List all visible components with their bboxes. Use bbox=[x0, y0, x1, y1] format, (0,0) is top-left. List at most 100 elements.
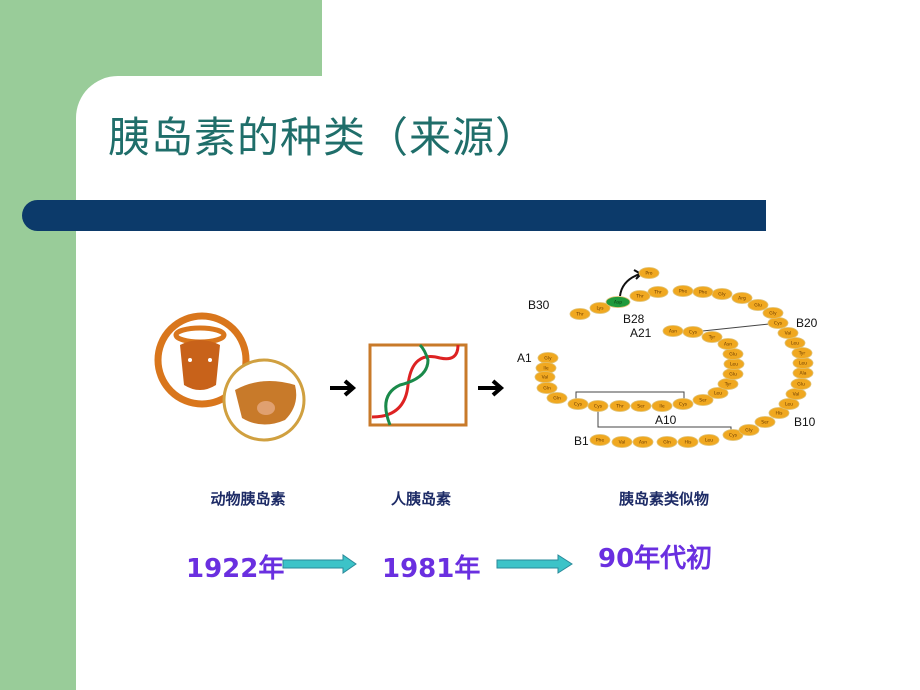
svg-text:Thr: Thr bbox=[635, 294, 644, 300]
svg-text:Thr: Thr bbox=[575, 312, 584, 318]
b-chain-residue: Tyr bbox=[791, 347, 813, 359]
svg-text:Ala: Ala bbox=[799, 371, 806, 377]
svg-text:Phe: Phe bbox=[596, 438, 605, 444]
svg-text:Leu: Leu bbox=[714, 391, 722, 397]
svg-text:Ser: Ser bbox=[761, 420, 769, 426]
a-chain-residue: Tyr bbox=[701, 331, 723, 343]
arrow-icon bbox=[478, 379, 505, 397]
label-a21: A21 bbox=[630, 326, 652, 340]
label-b28: B28 bbox=[623, 312, 645, 326]
svg-text:Asn: Asn bbox=[724, 342, 732, 348]
svg-text:Tyr: Tyr bbox=[798, 351, 806, 357]
b-chain-residue: Val bbox=[785, 388, 807, 400]
caption-human-insulin: 人胰岛素 bbox=[390, 490, 452, 508]
label-b1: B1 bbox=[574, 434, 589, 448]
a-chain-residue: Leu bbox=[723, 358, 745, 370]
a-chain-residue: Thr bbox=[609, 400, 631, 412]
year-1922: 1922年 bbox=[186, 554, 285, 584]
svg-text:Gly: Gly bbox=[718, 292, 726, 298]
svg-text:Phe: Phe bbox=[699, 290, 708, 296]
disulfide-bond-a6-a11 bbox=[575, 391, 685, 404]
b-chain-residue: Gln bbox=[656, 436, 678, 448]
svg-text:Gln: Gln bbox=[553, 396, 561, 402]
a-chain-residue: Ser bbox=[630, 400, 652, 412]
moved-residue-pro: Pro bbox=[638, 267, 660, 279]
b-chain-residue: Thr bbox=[647, 286, 669, 298]
svg-text:His: His bbox=[776, 411, 784, 417]
b-chain-residue: Thr bbox=[629, 290, 651, 302]
svg-text:Cys: Cys bbox=[729, 433, 738, 439]
svg-text:Cys: Cys bbox=[594, 404, 603, 410]
a-chain-residue: Asn bbox=[662, 325, 684, 337]
year-1981: 1981年 bbox=[382, 554, 481, 584]
svg-text:Leu: Leu bbox=[730, 362, 738, 368]
svg-text:Pro: Pro bbox=[645, 271, 652, 277]
b-chain-residue: Val bbox=[611, 436, 633, 448]
svg-text:Ile: Ile bbox=[543, 366, 549, 372]
a-chain-residue: Cys bbox=[587, 400, 609, 412]
modified-residue-b28: Asp bbox=[605, 296, 631, 308]
b-chain-residue: Val bbox=[777, 327, 799, 339]
svg-text:Glu: Glu bbox=[729, 352, 737, 358]
year-90s: 90年代初 bbox=[598, 544, 713, 574]
svg-text:Gly: Gly bbox=[769, 311, 777, 317]
b-chain-residue: Arg bbox=[731, 292, 753, 304]
svg-text:Ser: Ser bbox=[699, 398, 707, 404]
label-b20: B20 bbox=[796, 316, 818, 330]
svg-text:Asp: Asp bbox=[614, 300, 622, 306]
svg-text:Leu: Leu bbox=[799, 361, 807, 367]
svg-text:Tyr: Tyr bbox=[724, 382, 732, 388]
label-a10: A10 bbox=[655, 413, 677, 427]
b-chain-residue: Leu bbox=[698, 434, 720, 446]
a-chain-residue: Tyr bbox=[717, 378, 739, 390]
a-chain-residue: Glu bbox=[722, 368, 744, 380]
slide-background bbox=[322, 0, 920, 80]
svg-text:Glu: Glu bbox=[797, 382, 805, 388]
caption-insulin-analog: 胰岛素类似物 bbox=[618, 490, 710, 508]
b-chain-residue: Cys bbox=[767, 317, 789, 329]
b-chain-residue: Ser bbox=[754, 416, 776, 428]
b-chain-residue: Glu bbox=[747, 299, 769, 311]
svg-text:Gly: Gly bbox=[544, 356, 552, 362]
b-chain-residue: Leu bbox=[792, 357, 814, 369]
svg-text:Tyr: Tyr bbox=[708, 335, 716, 341]
b-chain-residue: His bbox=[677, 436, 699, 448]
title-divider-bar bbox=[22, 200, 766, 231]
dna-helix-box-icon bbox=[368, 343, 468, 427]
svg-text:Gly: Gly bbox=[745, 428, 753, 434]
b-chain-residue: Gly bbox=[738, 424, 760, 436]
a-chain-residue: Cys bbox=[672, 398, 694, 410]
b-chain-residue: Cys bbox=[722, 429, 744, 441]
a-chain-residue: Ser bbox=[692, 394, 714, 406]
a-chain-residue: Cys bbox=[682, 326, 704, 338]
a-chain-residue: Gln bbox=[536, 382, 558, 394]
svg-text:Val: Val bbox=[785, 331, 792, 337]
svg-text:Leu: Leu bbox=[785, 402, 793, 408]
b-chain-residue: Asn bbox=[632, 436, 654, 448]
svg-text:Cys: Cys bbox=[574, 402, 583, 408]
disulfide-bond-a7-b20 bbox=[692, 322, 779, 333]
svg-text:Leu: Leu bbox=[791, 341, 799, 347]
a-chain-residue: Gln bbox=[546, 392, 568, 404]
svg-text:Leu: Leu bbox=[705, 438, 713, 444]
svg-text:Cys: Cys bbox=[689, 330, 698, 336]
svg-text:Val: Val bbox=[619, 440, 626, 446]
b-chain-residue: Phe bbox=[692, 286, 714, 298]
svg-text:Glu: Glu bbox=[754, 303, 762, 309]
b-chain-residue: Phe bbox=[672, 285, 694, 297]
svg-text:Val: Val bbox=[793, 392, 800, 398]
a-chain-residue: Gly bbox=[537, 352, 559, 364]
svg-text:Ser: Ser bbox=[637, 404, 645, 410]
svg-text:Cys: Cys bbox=[774, 321, 783, 327]
b-chain-residue: Thr bbox=[569, 308, 591, 320]
slide-title: 胰岛素的种类（来源） bbox=[108, 113, 539, 162]
a-chain-residue: Asn bbox=[717, 338, 739, 350]
b-chain-residue: Leu bbox=[778, 398, 800, 410]
a-chain-residue: Ile bbox=[651, 400, 673, 412]
a-chain-residue: Leu bbox=[707, 387, 729, 399]
svg-text:Glu: Glu bbox=[729, 372, 737, 378]
b-chain-residue: Ala bbox=[792, 367, 814, 379]
label-b30: B30 bbox=[528, 298, 550, 312]
